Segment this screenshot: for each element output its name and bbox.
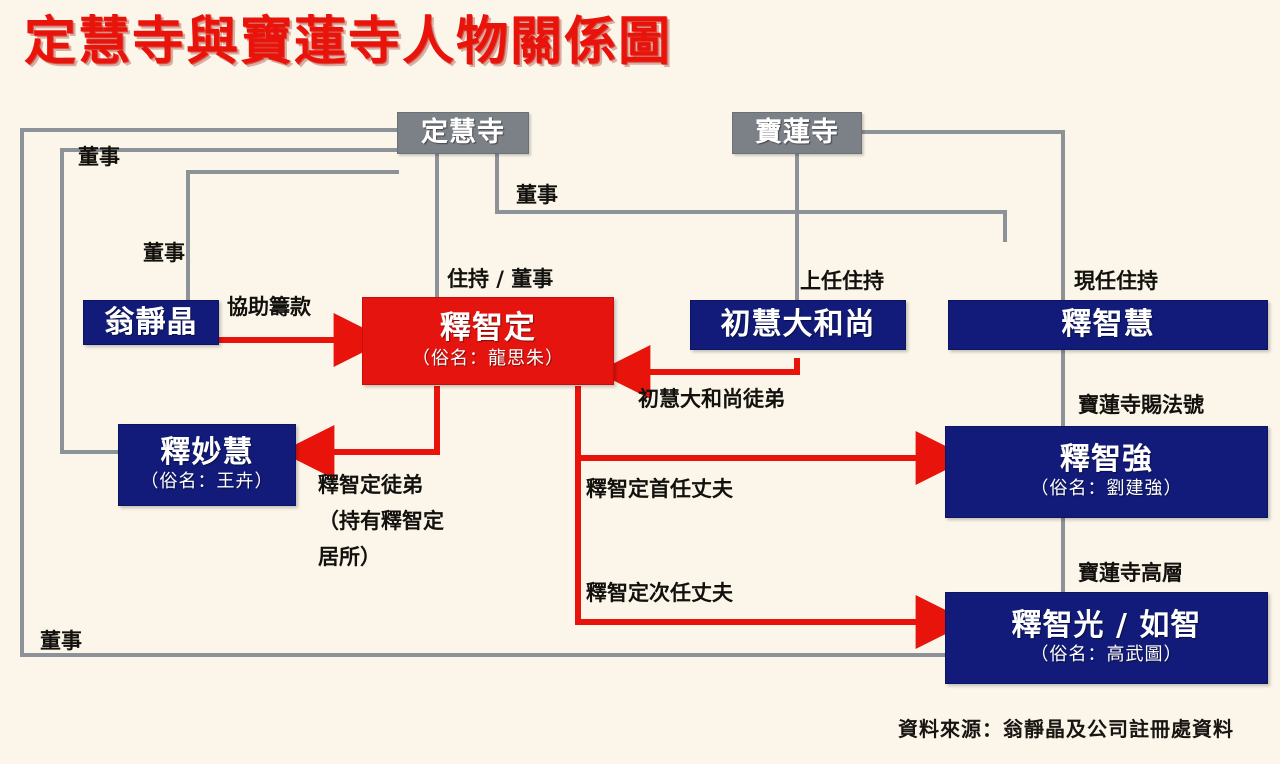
node-temple-dinghui[interactable]: 定慧寺 <box>397 112 529 154</box>
node-label: 寶蓮寺 <box>755 116 839 148</box>
node-wing-jingjing[interactable]: 翁靜晶 <box>83 300 219 345</box>
label-help-fundraise: 協助籌款 <box>227 295 311 319</box>
node-shi-miaohui[interactable]: 釋妙慧 （俗名：王卉） <box>118 424 296 506</box>
node-label: 釋智強 <box>1060 441 1153 477</box>
label-director-1: 董事 <box>78 145 120 169</box>
node-alias: （俗名：龍思朱） <box>412 347 564 369</box>
label-director-4: 董事 <box>40 629 82 653</box>
label-previous-abbot: 上任住持 <box>800 269 884 293</box>
node-label: 定慧寺 <box>421 116 505 148</box>
node-label: 釋智光 / 如智 <box>1011 607 1202 643</box>
label-director-3: 董事 <box>516 183 558 207</box>
node-label: 釋智慧 <box>1061 307 1155 343</box>
label-director-2: 董事 <box>143 241 185 265</box>
node-temple-baolian[interactable]: 寶蓮寺 <box>732 112 862 154</box>
node-shi-zhihui[interactable]: 釋智慧 <box>948 300 1268 350</box>
label-first-husband: 釋智定首任丈夫 <box>586 477 733 501</box>
source-note: 資料來源：翁靜晶及公司註冊處資料 <box>898 717 1234 741</box>
label-baolian-senior: 寶蓮寺高層 <box>1078 561 1183 585</box>
node-shi-zhiqiang[interactable]: 釋智強 （俗名：劉建強） <box>945 426 1268 518</box>
label-zhiding-disciple-line1: 釋智定徒弟 <box>318 473 423 497</box>
node-label: 釋智定 <box>440 310 536 347</box>
node-alias: （俗名：王卉） <box>140 471 274 493</box>
node-shi-zhiding[interactable]: 釋智定 （俗名：龍思朱） <box>362 297 614 385</box>
label-chuhui-disciple: 初慧大和尚徒弟 <box>638 387 785 411</box>
label-abbot-director: 住持 / 董事 <box>447 267 554 291</box>
node-label: 初慧大和尚 <box>720 307 876 343</box>
label-current-abbot: 現任住持 <box>1074 269 1158 293</box>
node-label: 釋妙慧 <box>160 434 254 470</box>
label-baolian-dharma-name: 寶蓮寺賜法號 <box>1078 393 1204 417</box>
node-alias: （俗名：劉建強） <box>1030 478 1183 500</box>
label-zhiding-disciple-line2: （持有釋智定 <box>318 508 444 533</box>
node-alias: （俗名：高武圖） <box>1030 644 1183 666</box>
node-shi-zhiguang[interactable]: 釋智光 / 如智 （俗名：高武圖） <box>945 592 1268 684</box>
node-chuhui[interactable]: 初慧大和尚 <box>690 300 906 350</box>
node-label: 翁靜晶 <box>104 304 198 340</box>
page-title: 定慧寺與寶蓮寺人物關係圖 <box>24 12 673 72</box>
label-zhiding-disciple-line3: 居所） <box>318 544 381 569</box>
label-second-husband: 釋智定次任丈夫 <box>586 581 733 605</box>
